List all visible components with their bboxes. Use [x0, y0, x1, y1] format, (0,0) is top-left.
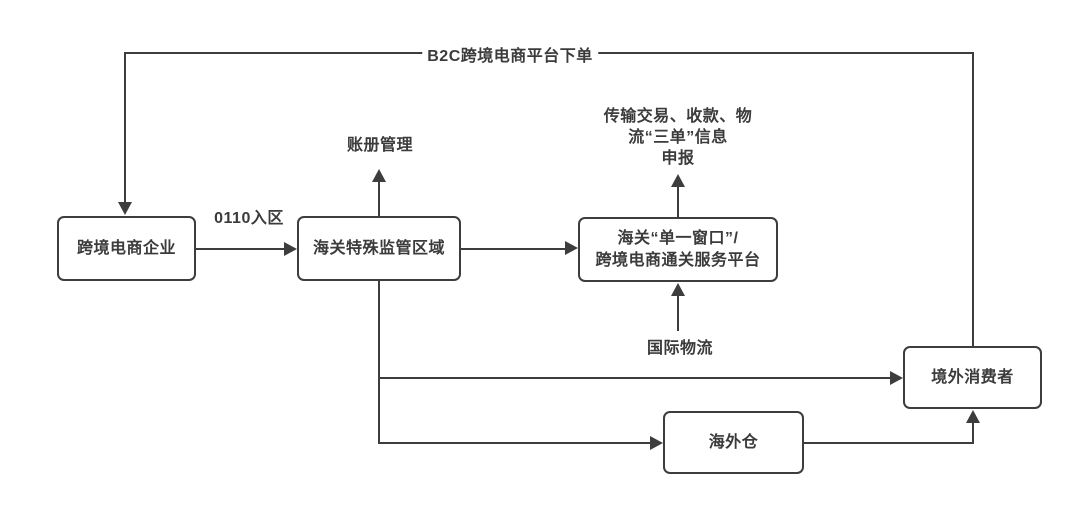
edge-warehouse-to-consumer-hline	[803, 442, 974, 444]
node-single-window-platform: 海关“单一窗口”/ 跨境电商通关服务平台	[578, 217, 778, 282]
edge-logistics-arrowhead	[671, 283, 685, 296]
edge-b2c-arrowhead-into-enterprise	[118, 202, 132, 215]
node-single-window-platform-label: 海关“单一窗口”/ 跨境电商通关服务平台	[595, 228, 760, 272]
node-single-window-platform-label-line2: 跨境电商通关服务平台	[595, 251, 761, 269]
node-customs-special-zone-label: 海关特殊监管区域	[312, 239, 445, 257]
label-three-docs-line2: 流“三单”信息	[628, 129, 728, 146]
edge-ledger-line	[378, 180, 380, 216]
node-overseas-consumer: 境外消费者	[903, 346, 1042, 409]
edge-ledger-arrowhead	[372, 169, 386, 182]
edge-warehouse-to-consumer-arrowhead	[966, 410, 980, 423]
node-customs-special-zone: 海关特殊监管区域	[297, 216, 461, 281]
edge-zone-bottom-vertical-line	[378, 281, 380, 444]
edge-zone-to-platform-line	[461, 248, 567, 250]
node-overseas-warehouse-label: 海外仓	[708, 433, 759, 451]
node-cross-border-enterprise: 跨境电商企业	[57, 216, 196, 281]
node-overseas-consumer-label: 境外消费者	[931, 368, 1014, 386]
label-three-docs-line3: 申报	[661, 150, 695, 167]
edge-logistics-line	[677, 294, 679, 331]
label-b2c-order: B2C跨境电商平台下单	[422, 42, 598, 66]
node-overseas-warehouse: 海外仓	[663, 411, 804, 474]
edge-entry-arrowhead	[284, 242, 297, 256]
label-intl-logistics: 国际物流	[646, 340, 714, 357]
edge-zone-to-platform-arrowhead	[565, 241, 578, 255]
node-single-window-platform-label-line1: 海关“单一窗口”/	[617, 229, 739, 247]
label-three-docs-declaration: 传输交易、收款、物 流“三单”信息 申报	[604, 106, 753, 169]
edge-three-docs-line	[677, 185, 679, 217]
node-cross-border-enterprise-label: 跨境电商企业	[76, 239, 176, 257]
label-ledger-management: 账册管理	[346, 137, 414, 154]
edge-zone-to-warehouse-arrowhead	[650, 436, 663, 450]
label-entry-0110: 0110入区	[214, 210, 284, 227]
edge-b2c-left-vertical-line	[124, 52, 126, 204]
edge-b2c-right-vertical-line	[972, 52, 974, 346]
edge-zone-to-consumer-arrowhead	[890, 371, 903, 385]
edge-three-docs-arrowhead	[671, 174, 685, 187]
edge-warehouse-to-consumer-vline	[972, 421, 974, 444]
edge-entry-line	[196, 248, 286, 250]
edge-zone-to-consumer-line	[378, 377, 892, 379]
edge-zone-to-warehouse-line	[378, 442, 652, 444]
label-three-docs-line1: 传输交易、收款、物	[603, 108, 753, 125]
